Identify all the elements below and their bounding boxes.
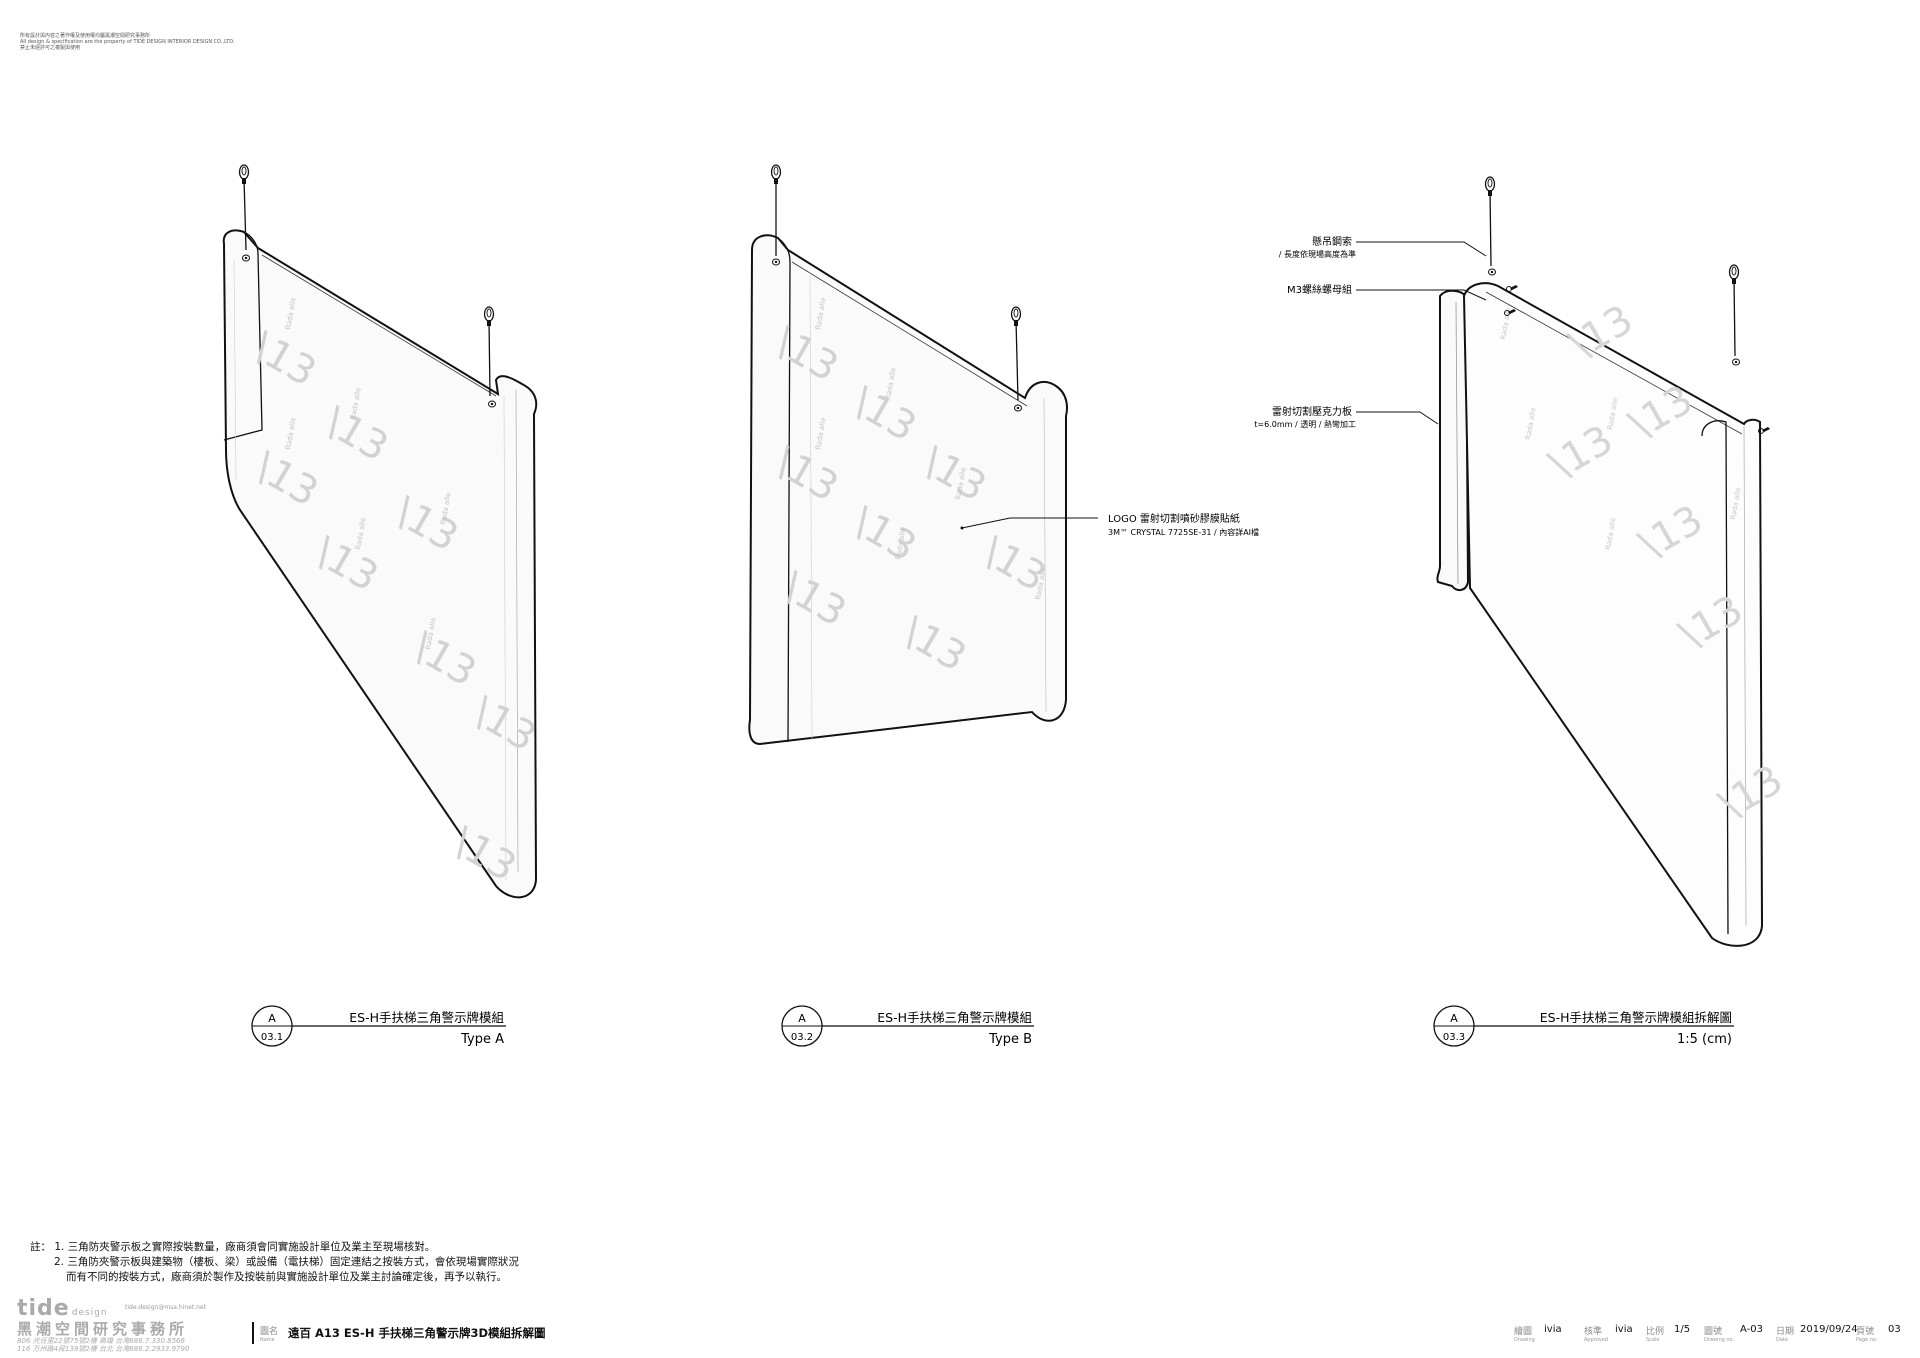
company-name: 黑潮空間研究事務所	[17, 1320, 189, 1338]
approved-value: ivia	[1615, 1324, 1633, 1335]
view-marker-letter: A	[1450, 1012, 1458, 1025]
company-address: 806 光任里22號75號2樓 高雄 台灣886.7.330.8566	[17, 1337, 185, 1345]
logo-text: tide	[17, 1296, 70, 1321]
company-address: 116 万州路4段138號2樓 台北 台灣886.2.2933.9790	[17, 1345, 190, 1353]
drawing-title: 遠百 A13 ES-H 手扶梯三角警示牌3D模組拆解圖	[288, 1326, 546, 1340]
fine-print-line: 所有設計與內容之著作權及使用權均屬黑潮空間研究事務所	[20, 33, 151, 39]
note-item: 1. 三角防夾警示板之實際按裝數量，廠商須會同實施設計單位及業主至現場核對。	[54, 1241, 436, 1253]
callout-acrylic-title: 雷射切割壓克力板	[1272, 405, 1352, 418]
company-email: tide.design@msa.hinet.net	[125, 1304, 206, 1311]
hanger-cable-left	[770, 164, 782, 266]
note-line: 2. 三角防夾警示板與建築物（樓板、梁）或設備（電扶梯）固定連結之按裝方式，會依…	[54, 1256, 519, 1268]
fine-print-line: All design & specification are the prope…	[20, 39, 235, 45]
scale-value: 1/5	[1674, 1324, 1691, 1335]
view-subtitle: Type A	[460, 1032, 504, 1047]
view-title: ES-H手扶梯三角警示牌模組拆解圖	[1540, 1010, 1732, 1025]
note-line: 而有不同的按裝方式，廠商須於製作及按裝前與實施設計單位及業主討論確定後，再予以執…	[66, 1271, 507, 1283]
view-title: ES-H手扶梯三角警示牌模組	[877, 1010, 1032, 1025]
hanger-cable-left	[238, 164, 250, 262]
view-subtitle: 1:5 (cm)	[1677, 1032, 1732, 1047]
drawing-no-value: A-03	[1740, 1324, 1763, 1335]
logo-small-text: design	[71, 1308, 108, 1318]
hanger-cable-left	[1484, 176, 1496, 276]
hanger-cable-right	[1728, 264, 1740, 366]
view-marker-letter: A	[268, 1012, 276, 1025]
view-marker-number: 03.3	[1443, 1032, 1465, 1043]
drawing-notes: 註： 1. 三角防夾警示板之實際按裝數量，廠商須會同實施設計單位及業主至現場核對…	[30, 1240, 519, 1285]
fine-print-line: 禁止未經許可之複製與使用	[20, 45, 81, 51]
view-exploded: \13 \13 \13 \13 \13 \13 Rada alle Rada a…	[1356, 176, 1791, 947]
view-type-b: \13 \13 \13 \13 \13 \13 \13 \13 Rada all…	[748, 164, 1098, 746]
callout-cable-note: / 長度依現場高度為準	[1279, 249, 1356, 259]
view-marker-letter: A	[798, 1012, 806, 1025]
view-type-a: \13 \13 \13 \13 \13 \13 \13 \13 Rada all…	[222, 164, 544, 899]
page-value: 03	[1888, 1324, 1901, 1335]
view-marker-number: 03.1	[261, 1032, 283, 1043]
view-title: ES-H手扶梯三角警示牌模組	[349, 1010, 504, 1025]
hanger-cable-right	[483, 306, 496, 408]
callout-screw-title: M3螺絲螺母組	[1287, 283, 1352, 296]
view-subtitle: Type B	[988, 1032, 1032, 1047]
header-fine-print: 所有設計與內容之著作權及使用權均屬黑潮空間研究事務所 All design & …	[20, 33, 235, 51]
callout-logo-note: 3M™ CRYSTAL 7725SE-31 / 內容詳AI檔	[1108, 527, 1259, 537]
drawn-value: ivia	[1544, 1324, 1562, 1335]
view-marker-1: A 03.1 ES-H手扶梯三角警示牌模組 Type A	[251, 1005, 506, 1047]
callout-acrylic-note: t=6.0mm / 透明 / 熱彎加工	[1254, 419, 1356, 429]
notes-prefix: 註：	[30, 1241, 51, 1253]
view-marker-3: A 03.3 ES-H手扶梯三角警示牌模組拆解圖 1:5 (cm)	[1433, 1005, 1734, 1047]
hanger-cable-right	[1010, 306, 1022, 412]
note-line: 註： 1. 三角防夾警示板之實際按裝數量，廠商須會同實施設計單位及業主至現場核對…	[30, 1240, 519, 1255]
view-marker-number: 03.2	[791, 1032, 813, 1043]
view-marker-2: A 03.2 ES-H手扶梯三角警示牌模組 Type B	[781, 1005, 1034, 1047]
callout-logo-title: LOGO 雷射切割噴砂膠膜貼紙	[1108, 512, 1240, 525]
date-value: 2019/09/24	[1800, 1324, 1858, 1335]
callout-cable-title: 懸吊鋼索	[1312, 235, 1352, 248]
